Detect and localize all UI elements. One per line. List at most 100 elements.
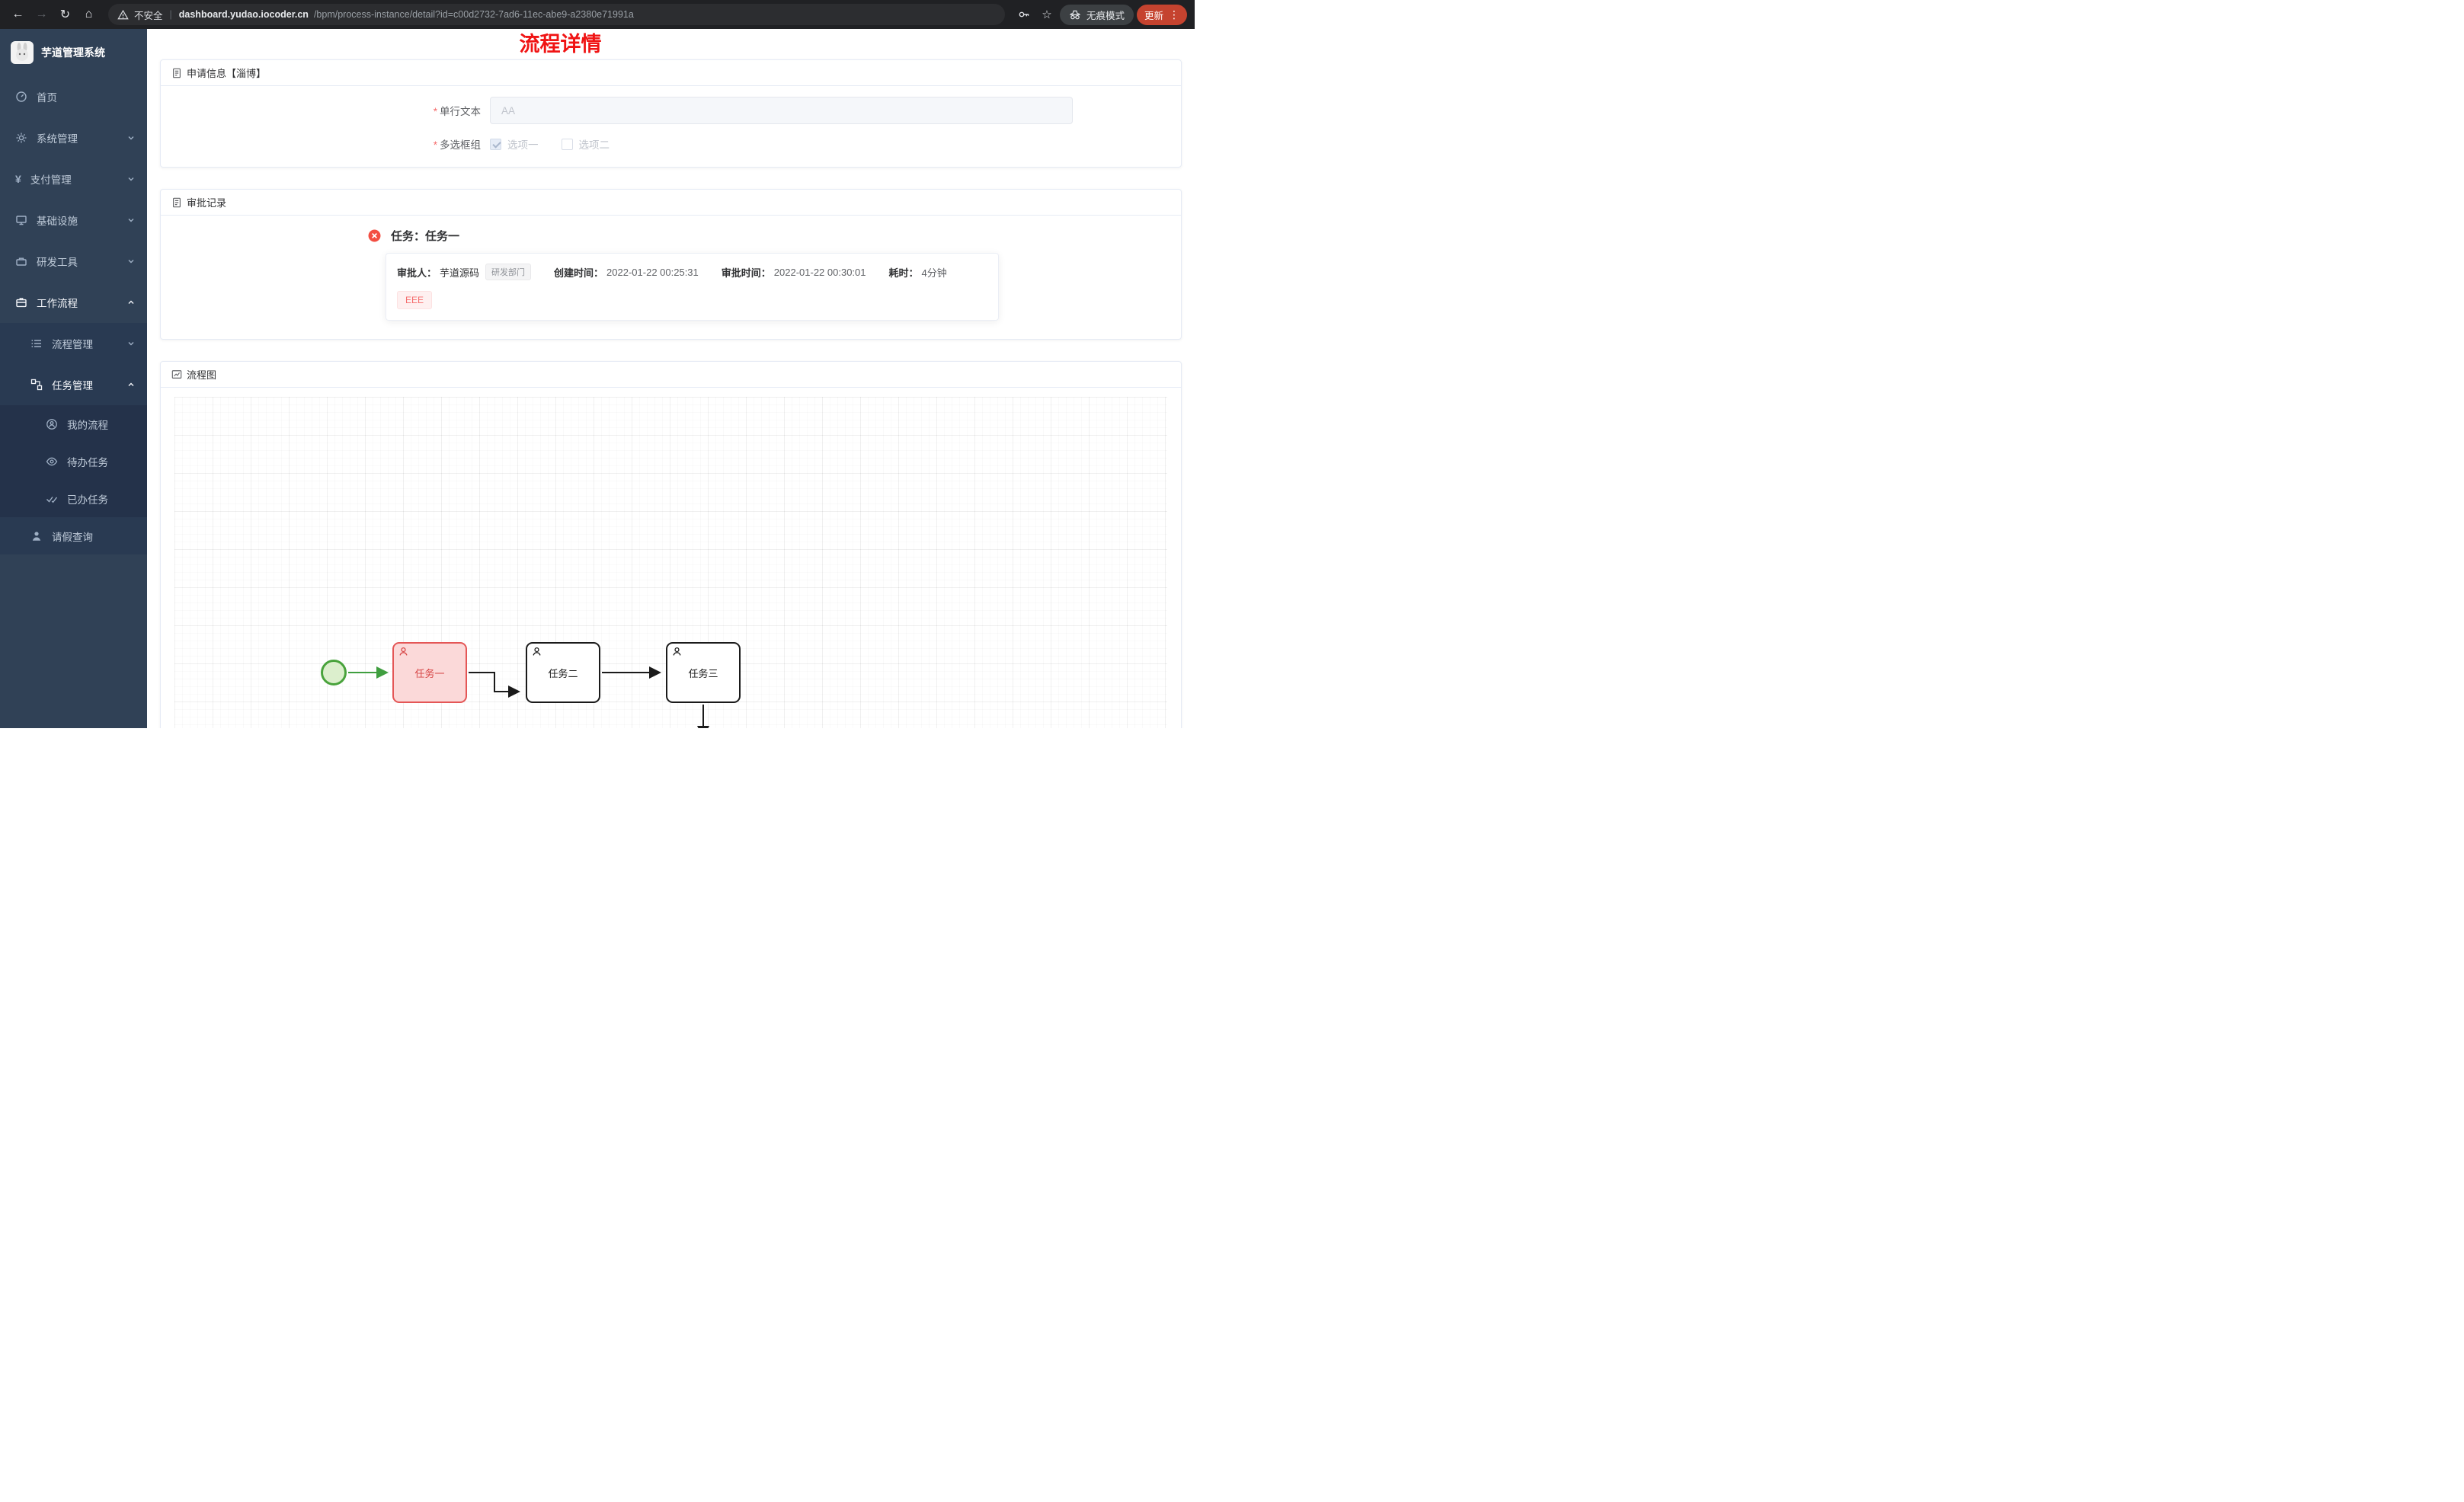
record-icon: [173, 197, 181, 207]
home-button[interactable]: ⌂: [78, 5, 99, 25]
required-mark: *: [433, 139, 437, 151]
timeline-task-title: 任务：任务一: [391, 230, 460, 243]
approver-name: 芋道源码: [440, 267, 480, 279]
approval-timeline: 任务：任务一 审批人： 芋道源码 研发部门 创建时间： 2022-01-22 0…: [161, 216, 1181, 339]
sidebar-item-task-mgmt[interactable]: 任务管理: [0, 364, 147, 405]
chrome-update-button[interactable]: 更新 ⋮: [1136, 4, 1187, 25]
monitor-icon: [16, 216, 27, 225]
double-check-icon: [46, 496, 58, 503]
logo-avatar: [11, 41, 34, 64]
comment-tag: EEE: [397, 291, 433, 309]
checkbox-label: 选项一: [507, 139, 539, 151]
process-diagram-card: 流程图: [160, 361, 1182, 728]
bpmn-task-2[interactable]: 任务二: [526, 642, 600, 703]
chevron-up-icon: [127, 299, 135, 306]
sidebar-item-label: 已办任务: [67, 494, 108, 506]
update-label: 更新: [1144, 10, 1163, 21]
approval-record-card-header: 审批记录: [161, 190, 1181, 216]
incognito-icon: [1070, 10, 1080, 20]
single-line-text-input[interactable]: [490, 97, 1073, 124]
department-tag: 研发部门: [485, 264, 532, 280]
password-key-button[interactable]: [1014, 5, 1034, 24]
sidebar-item-label: 请假查询: [52, 531, 93, 543]
app-title: 芋道管理系统: [41, 46, 105, 59]
approval-record-card-title: 审批记录: [187, 197, 227, 209]
address-bar[interactable]: 不安全 | dashboard.yudao.iocoder.cn /bpm/pr…: [108, 4, 1005, 25]
app-window: 芋道管理系统 首页 系统管理 ¥ 支付管理: [0, 29, 1195, 728]
checkbox-option-2[interactable]: 选项二: [561, 136, 610, 152]
create-time-value: 2022-01-22 00:25:31: [606, 266, 699, 278]
duration-label: 耗时：: [888, 267, 919, 279]
process-diagram-card-title: 流程图: [187, 369, 217, 381]
page-title: 流程详情: [519, 33, 602, 56]
sidebar-item-label: 待办任务: [67, 456, 108, 468]
sidebar-item-label: 支付管理: [30, 174, 72, 186]
approver-label: 审批人：: [397, 267, 437, 279]
sidebar-item-label: 工作流程: [37, 298, 78, 309]
security-warning-label: 不安全: [134, 10, 163, 21]
sidebar-item-my-process[interactable]: 我的流程: [0, 405, 147, 443]
refresh-button[interactable]: ↻: [55, 5, 75, 25]
sidebar-item-todo-tasks[interactable]: 待办任务: [0, 443, 147, 480]
sidebar-item-done-tasks[interactable]: 已办任务: [0, 480, 147, 517]
url-host: dashboard.yudao.iocoder.cn: [178, 9, 309, 20]
chevron-down-icon: [127, 175, 135, 183]
task-label: 任务三: [688, 667, 718, 679]
task-label: 任务二: [548, 667, 578, 679]
menu-kebab-icon[interactable]: ⋮: [1169, 8, 1179, 21]
field-label: *单行文本: [161, 103, 490, 118]
chevron-down-icon: [127, 216, 135, 224]
sidebar: 芋道管理系统 首页 系统管理 ¥ 支付管理: [0, 29, 147, 728]
back-button[interactable]: ←: [8, 5, 28, 25]
logo-row[interactable]: 芋道管理系统: [0, 29, 147, 76]
bpmn-start-event[interactable]: [321, 660, 347, 685]
approval-detail-box: 审批人： 芋道源码 研发部门 创建时间： 2022-01-22 00:25:31…: [386, 253, 999, 321]
sidebar-item-payment[interactable]: ¥ 支付管理: [0, 158, 147, 200]
chevron-down-icon: [127, 134, 135, 142]
sidebar-item-devtools[interactable]: 研发工具: [0, 241, 147, 282]
sidebar-item-workflow[interactable]: 工作流程: [0, 282, 147, 323]
approve-time-value: 2022-01-22 00:30:01: [773, 266, 866, 278]
checkbox-option-1[interactable]: 选项一: [490, 136, 539, 152]
create-time-label: 创建时间：: [554, 267, 604, 279]
field-label-text: 单行文本: [440, 106, 481, 117]
flow-branch-icon: [30, 379, 43, 391]
approver-group: 审批人： 芋道源码 研发部门: [397, 264, 532, 280]
forward-button[interactable]: →: [31, 5, 52, 25]
required-mark: *: [433, 106, 437, 117]
incognito-label: 无痕模式: [1086, 10, 1125, 21]
bpmn-task-1[interactable]: 任务一: [392, 642, 467, 703]
sidebar-item-system[interactable]: 系统管理: [0, 117, 147, 158]
bookmark-star-button[interactable]: ☆: [1037, 5, 1057, 24]
user-task-icon: [673, 647, 681, 656]
chevron-down-icon: [127, 340, 135, 347]
form-row-checkbox: *多选框组 选项一 选项二: [161, 136, 1181, 152]
checkbox-checked-icon: [490, 138, 501, 150]
url-divider: |: [169, 9, 172, 20]
sidebar-item-process-mgmt[interactable]: 流程管理: [0, 323, 147, 364]
star-icon: ☆: [1042, 8, 1052, 21]
checkbox-group: 选项一 选项二: [490, 136, 610, 152]
yen-icon: ¥: [15, 173, 21, 185]
sidebar-item-label: 系统管理: [37, 133, 78, 145]
forward-icon: →: [35, 8, 48, 21]
bpmn-canvas[interactable]: 任务一 任务二 任务三: [174, 397, 1167, 728]
sidebar-item-infrastructure[interactable]: 基础设施: [0, 200, 147, 241]
url-path: /bpm/process-instance/detail?id=c00d2732…: [313, 9, 634, 20]
warning-icon: [117, 9, 129, 19]
approve-time-label: 审批时间：: [721, 267, 771, 279]
sidebar-item-label: 我的流程: [67, 419, 108, 431]
refresh-icon: ↻: [59, 8, 71, 21]
sidebar-item-home[interactable]: 首页: [0, 76, 147, 117]
bpmn-connectors: [348, 666, 709, 728]
main-content: 流程详情 申请信息【淄博】 *单行文本 *多选框组: [147, 29, 1195, 728]
approval-detail-row: 审批人： 芋道源码 研发部门 创建时间： 2022-01-22 00:25:31…: [397, 264, 987, 280]
bpmn-task-3[interactable]: 任务三: [666, 642, 741, 703]
process-diagram-card-header: 流程图: [161, 362, 1181, 388]
browser-chrome: ← → ↻ ⌂ 不安全 | dashboard.yudao.iocoder.cn…: [0, 0, 1195, 29]
error-circle-icon: [368, 229, 381, 242]
incognito-badge: 无痕模式: [1059, 4, 1134, 25]
sidebar-item-leave-query[interactable]: 请假查询: [0, 517, 147, 554]
sidebar-item-label: 研发工具: [37, 257, 78, 268]
sidebar-item-label: 基础设施: [37, 216, 78, 227]
